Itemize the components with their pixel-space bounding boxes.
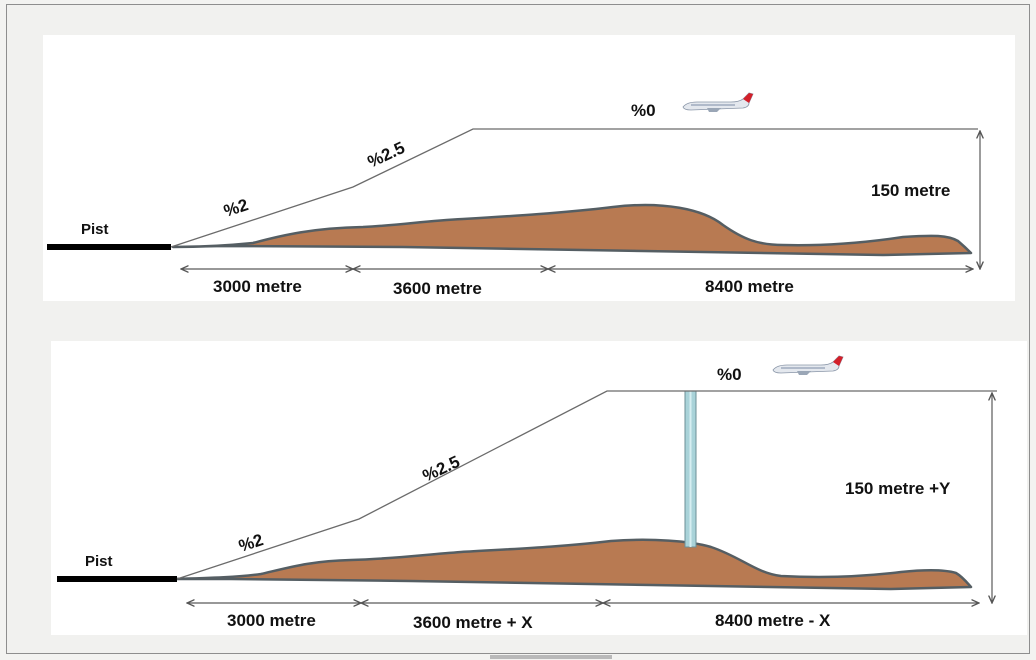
distance-2-label: 3600 metre bbox=[393, 279, 482, 298]
tower-obstacle bbox=[684, 390, 697, 548]
top-panel: Pist %2 %2.5 %0 150 metre 3000 metre 360… bbox=[43, 35, 1015, 301]
top-diagram: Pist %2 %2.5 %0 150 metre 3000 metre 360… bbox=[47, 92, 1015, 298]
slope-1-label: %2 bbox=[221, 195, 250, 221]
slope-1-label: %2 bbox=[236, 530, 265, 556]
slope-2-label: %2.5 bbox=[365, 138, 408, 172]
bottom-diagram: Pist %2 %2.5 %0 150 metre +Y 3000 metre … bbox=[57, 355, 997, 632]
slope-2-label: %2.5 bbox=[420, 452, 463, 486]
height-label: 150 metre bbox=[871, 181, 950, 200]
scrollbar-thumb[interactable] bbox=[490, 655, 612, 659]
slope-3-label: %0 bbox=[631, 101, 656, 120]
approach-surface bbox=[176, 390, 997, 580]
approach-surface bbox=[170, 128, 978, 248]
airplane-icon bbox=[682, 92, 754, 112]
bottom-panel: Pist %2 %2.5 %0 150 metre +Y 3000 metre … bbox=[51, 341, 1027, 635]
distance-2-label: 3600 metre + X bbox=[413, 613, 533, 632]
terrain-profile bbox=[171, 203, 973, 257]
airplane-icon bbox=[772, 355, 844, 375]
figure-frame: Pist %2 %2.5 %0 150 metre 3000 metre 360… bbox=[6, 4, 1030, 654]
runway-label: Pist bbox=[85, 553, 113, 570]
distance-3-label: 8400 metre bbox=[705, 277, 794, 296]
distance-3-label: 8400 metre - X bbox=[715, 611, 831, 630]
runway-label: Pist bbox=[81, 221, 109, 238]
distance-1-label: 3000 metre bbox=[227, 611, 316, 630]
height-label: 150 metre +Y bbox=[845, 479, 951, 498]
terrain-profile bbox=[171, 538, 973, 591]
slope-3-label: %0 bbox=[717, 365, 742, 384]
distance-1-label: 3000 metre bbox=[213, 277, 302, 296]
